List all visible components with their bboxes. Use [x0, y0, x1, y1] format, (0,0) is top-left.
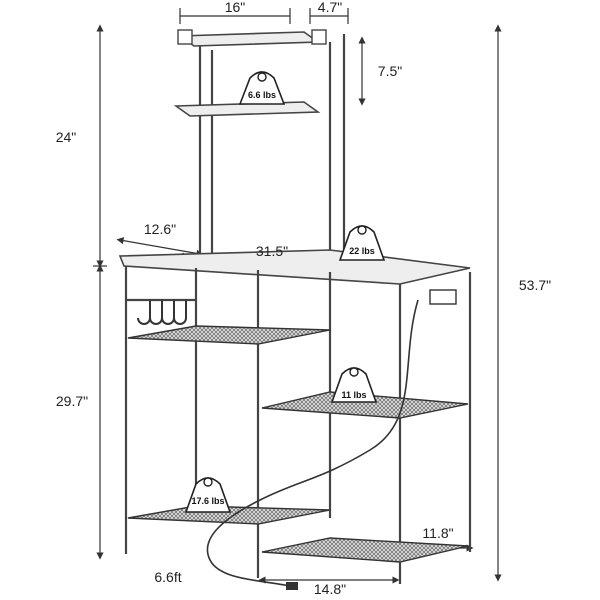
dim-label-top-width: 16": [225, 0, 246, 15]
weight-badge-countertop: [338, 225, 386, 261]
weight-badge-middle: [330, 367, 378, 403]
weight-label-countertop: 22 lbs: [349, 246, 375, 256]
dim-label-cord-length: 6.6ft: [154, 569, 181, 585]
dim-label-top-depth: 4.7": [318, 0, 342, 15]
mesh-shelf-upper-left: [127, 325, 331, 345]
dim-label-width: 31.5": [256, 243, 288, 259]
weight-label-bottom-shelf: 17.6 lbs: [191, 496, 224, 506]
mesh-shelf-middle-right: [261, 391, 469, 419]
weight-label-top-shelf: 6.6 lbs: [248, 90, 276, 100]
s-hook-icon: [137, 300, 151, 325]
power-outlet-icon: [429, 289, 457, 305]
hutch: [173, 29, 346, 268]
top-shelf: [177, 31, 321, 47]
lower-cabinet: [118, 249, 472, 590]
weight-badge-top: [238, 71, 286, 105]
mesh-shelf-bottom-left: [127, 505, 331, 525]
top-shelf-bracket: [177, 29, 193, 45]
dim-label-bottom-width: 14.8": [314, 581, 346, 597]
dim-label-depth: 12.6": [144, 221, 176, 237]
countertop: [118, 249, 471, 285]
s-hook-icon: [149, 300, 163, 325]
dim-label-total-height: 53.7": [519, 277, 551, 293]
dim-label-bottom-shelf-depth: 11.8": [422, 525, 453, 541]
dim-label-shelf-gap: 7.5": [378, 63, 402, 79]
plug-icon: [286, 582, 298, 590]
weight-badge-bottom: [184, 477, 232, 513]
dim-label-lower-height: 29.7": [56, 393, 88, 409]
dim-line-depth: [116, 237, 204, 257]
power-cord: [206, 299, 419, 587]
s-hook-icon: [173, 300, 187, 325]
mesh-shelf-bottom-right: [261, 537, 469, 563]
dim-label-upper-height: 24": [56, 129, 77, 145]
s-hook-icon: [161, 300, 175, 325]
top-shelf-bracket: [311, 29, 327, 45]
weight-label-middle-shelf: 11 lbs: [341, 390, 366, 400]
